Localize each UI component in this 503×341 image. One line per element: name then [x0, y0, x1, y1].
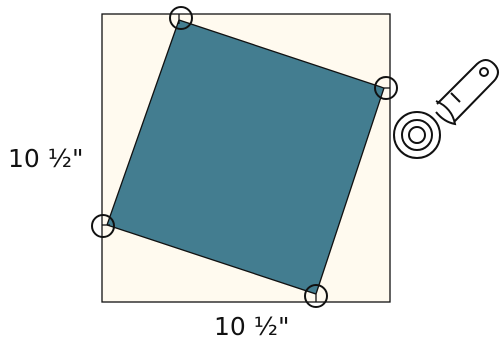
rotary-cutter-icon: [393, 59, 499, 159]
height-dimension-label: 10 ½": [8, 144, 84, 173]
circle-marker-icon: [304, 284, 328, 308]
corner-markers: [91, 6, 398, 308]
corner-ticks: [102, 14, 390, 302]
circle-marker-icon: [374, 76, 398, 100]
circle-marker-icon: [91, 214, 115, 238]
width-dimension-label: 10 ½": [214, 312, 290, 341]
circle-marker-icon: [169, 6, 193, 30]
